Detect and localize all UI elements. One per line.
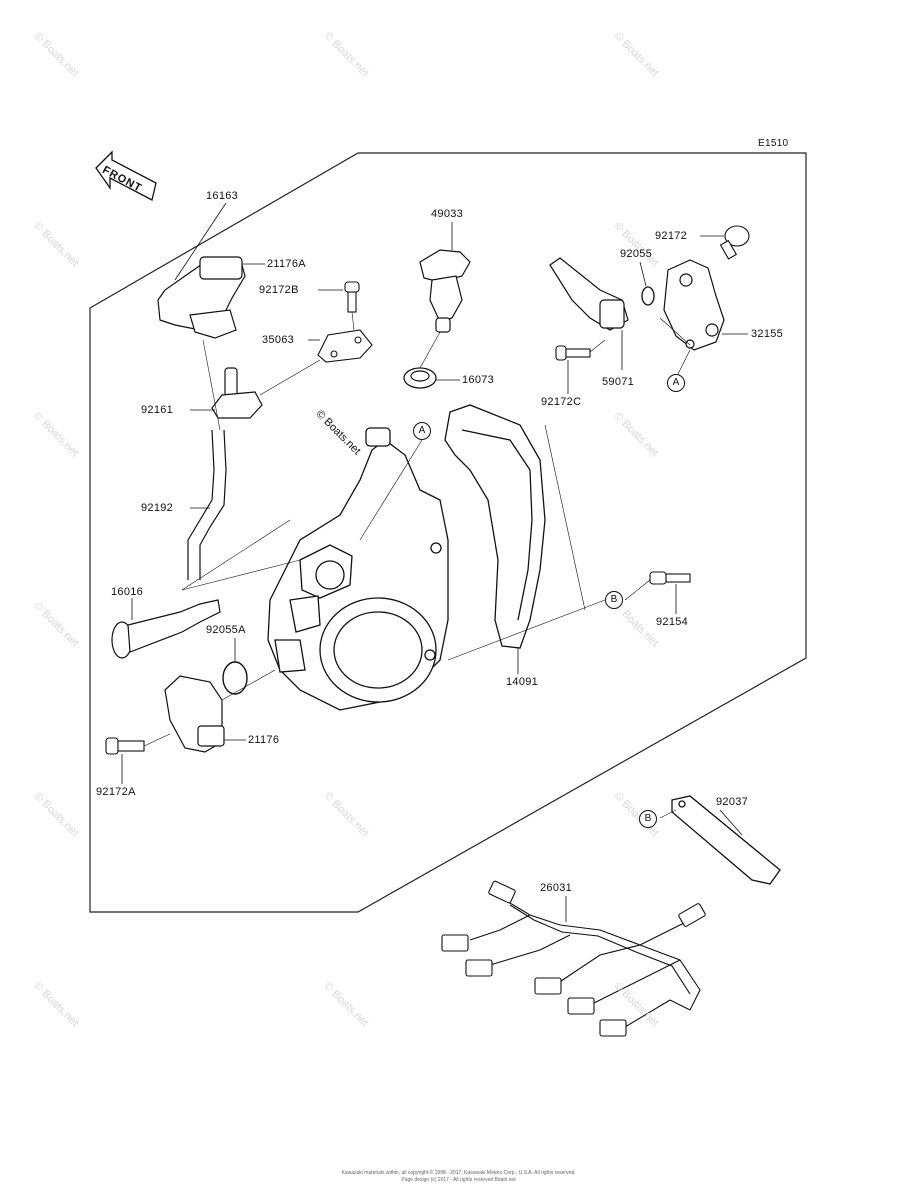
- part-label-92055: 92055: [620, 248, 653, 260]
- throttle-body: [267, 427, 449, 711]
- part-label-35063: 35063: [262, 334, 295, 346]
- hose-92192: [187, 429, 227, 580]
- part-label-26031: 26031: [540, 882, 573, 894]
- harness-connectors: [441, 880, 706, 1037]
- oring-92055A: [222, 661, 248, 695]
- part-label-92172B: 92172B: [259, 284, 299, 296]
- part-label-92037: 92037: [716, 796, 749, 808]
- bolt-92172A: [105, 737, 145, 755]
- part-label-16016: 16016: [111, 586, 144, 598]
- part-label-92161: 92161: [141, 404, 174, 416]
- callout-b: B: [639, 810, 657, 828]
- screw-92172: [719, 225, 750, 260]
- diagram-code: E1510: [758, 138, 789, 149]
- part-label-92192: 92192: [141, 502, 174, 514]
- seal-16073: [403, 367, 437, 389]
- bolt-92172C: [555, 345, 591, 361]
- sensor-21176: [164, 675, 225, 753]
- sensor-16016: [111, 599, 221, 659]
- part-label-92172A: 92172A: [96, 786, 136, 798]
- strap-92037: [671, 795, 781, 885]
- part-label-14091: 14091: [506, 676, 539, 688]
- fitting-92161: [211, 367, 263, 419]
- cover-14091: [444, 404, 546, 649]
- nozzle-59071: [549, 257, 629, 331]
- assembly-frame: [89, 152, 807, 913]
- part-label-16163: 16163: [206, 190, 239, 202]
- part-label-49033: 49033: [431, 208, 464, 220]
- part-label-59071: 59071: [602, 376, 635, 388]
- part-label-92055A: 92055A: [206, 624, 246, 636]
- bolt-92172B: [344, 281, 360, 313]
- part-label-21176: 21176: [248, 734, 280, 746]
- front-arrow-icon: [95, 150, 157, 201]
- copyright-line: Kawasaki materials within, all copyright…: [341, 1170, 576, 1176]
- oring-92055: [641, 286, 655, 306]
- callout-b: B: [605, 591, 623, 609]
- part-label-32155: 32155: [751, 328, 784, 340]
- part-label-21176A: 21176A: [267, 258, 306, 270]
- part-label-92172C: 92172C: [541, 396, 582, 408]
- housing-32155: [663, 259, 725, 351]
- callout-a: A: [667, 374, 685, 392]
- part-label-92172: 92172: [655, 230, 688, 242]
- part-label-16073: 16073: [462, 374, 495, 386]
- bolt-92154: [649, 571, 691, 585]
- sensor-21176A: [157, 256, 246, 339]
- callout-a: A: [413, 422, 431, 440]
- part-label-92154: 92154: [656, 616, 689, 628]
- harness-26031: [469, 899, 701, 1031]
- sensor-49033: [419, 249, 471, 333]
- bracket-35063: [317, 329, 373, 363]
- copyright-line-2: Page design (c) 2017 - All rights reserv…: [401, 1177, 516, 1183]
